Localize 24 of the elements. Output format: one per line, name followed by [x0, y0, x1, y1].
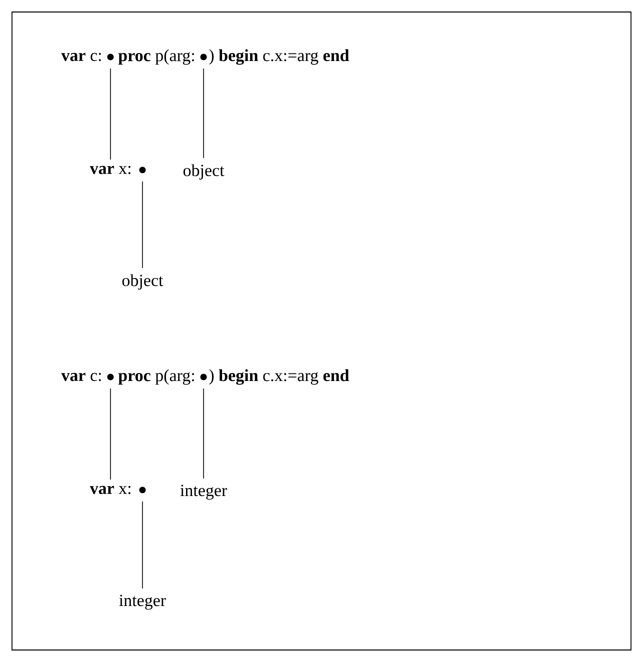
code-text: object	[183, 164, 224, 180]
bullet	[107, 374, 114, 380]
code-text: var c:	[61, 372, 101, 382]
code-text: object	[122, 274, 164, 290]
code-text: integer	[119, 594, 166, 610]
bullet	[139, 166, 146, 174]
bullet	[200, 374, 207, 380]
connector-line	[142, 181, 143, 268]
code-text: ) begin c.x:=arg end	[209, 49, 350, 65]
connector-line	[203, 388, 204, 479]
connector-line	[203, 68, 204, 158]
code-text: integer	[180, 484, 228, 500]
code-text: proc p(arg:	[118, 369, 194, 385]
code-text: ) begin c.x:=arg end	[209, 369, 350, 385]
code-text: var x:	[90, 486, 130, 494]
connector-line	[110, 68, 111, 160]
code-text: proc p(arg:	[118, 49, 194, 65]
connector-line	[142, 501, 143, 589]
code-text: var c:	[61, 52, 101, 62]
bullet	[139, 486, 146, 494]
connector-line	[110, 388, 111, 480]
bullet	[107, 54, 114, 60]
code-text: var x:	[90, 166, 130, 174]
bullet	[200, 54, 207, 60]
